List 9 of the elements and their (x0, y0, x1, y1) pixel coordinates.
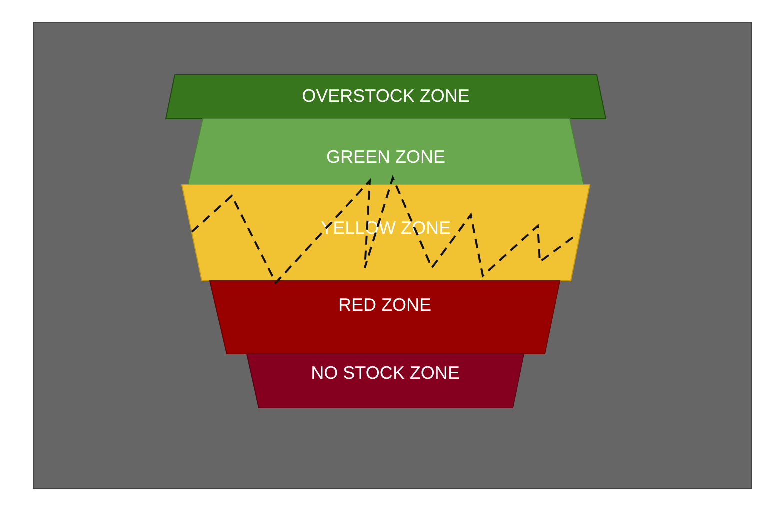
zone-band (210, 281, 560, 354)
zone-band (188, 119, 584, 185)
zone-label: RED ZONE (337, 295, 432, 316)
zone-band (247, 354, 524, 408)
zone-label: GREEN ZONE (325, 147, 446, 168)
zone-band (166, 75, 606, 119)
zone-label: NO STOCK ZONE (310, 363, 461, 384)
zone-label: OVERSTOCK ZONE (301, 86, 471, 107)
zone-band (182, 185, 590, 281)
